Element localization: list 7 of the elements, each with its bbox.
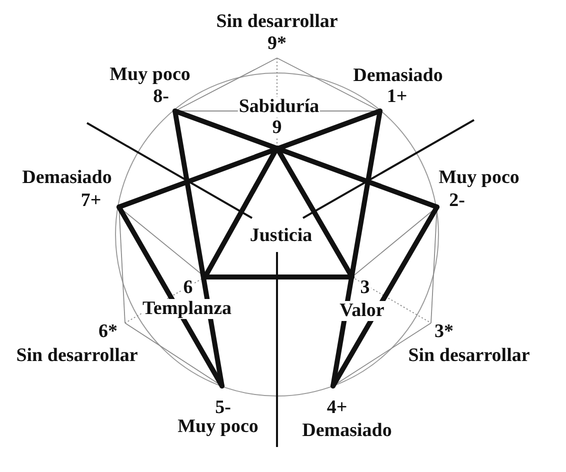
level-label: Muy poco [176,417,260,437]
level-label: Muy poco [108,65,192,85]
virtue-label: Valor [338,301,386,321]
point-number: 9 [271,118,283,138]
virtue-label: Templanza [141,299,233,319]
level-label: Muy poco [438,168,520,188]
virtue-label: Sabiduría [238,97,320,117]
